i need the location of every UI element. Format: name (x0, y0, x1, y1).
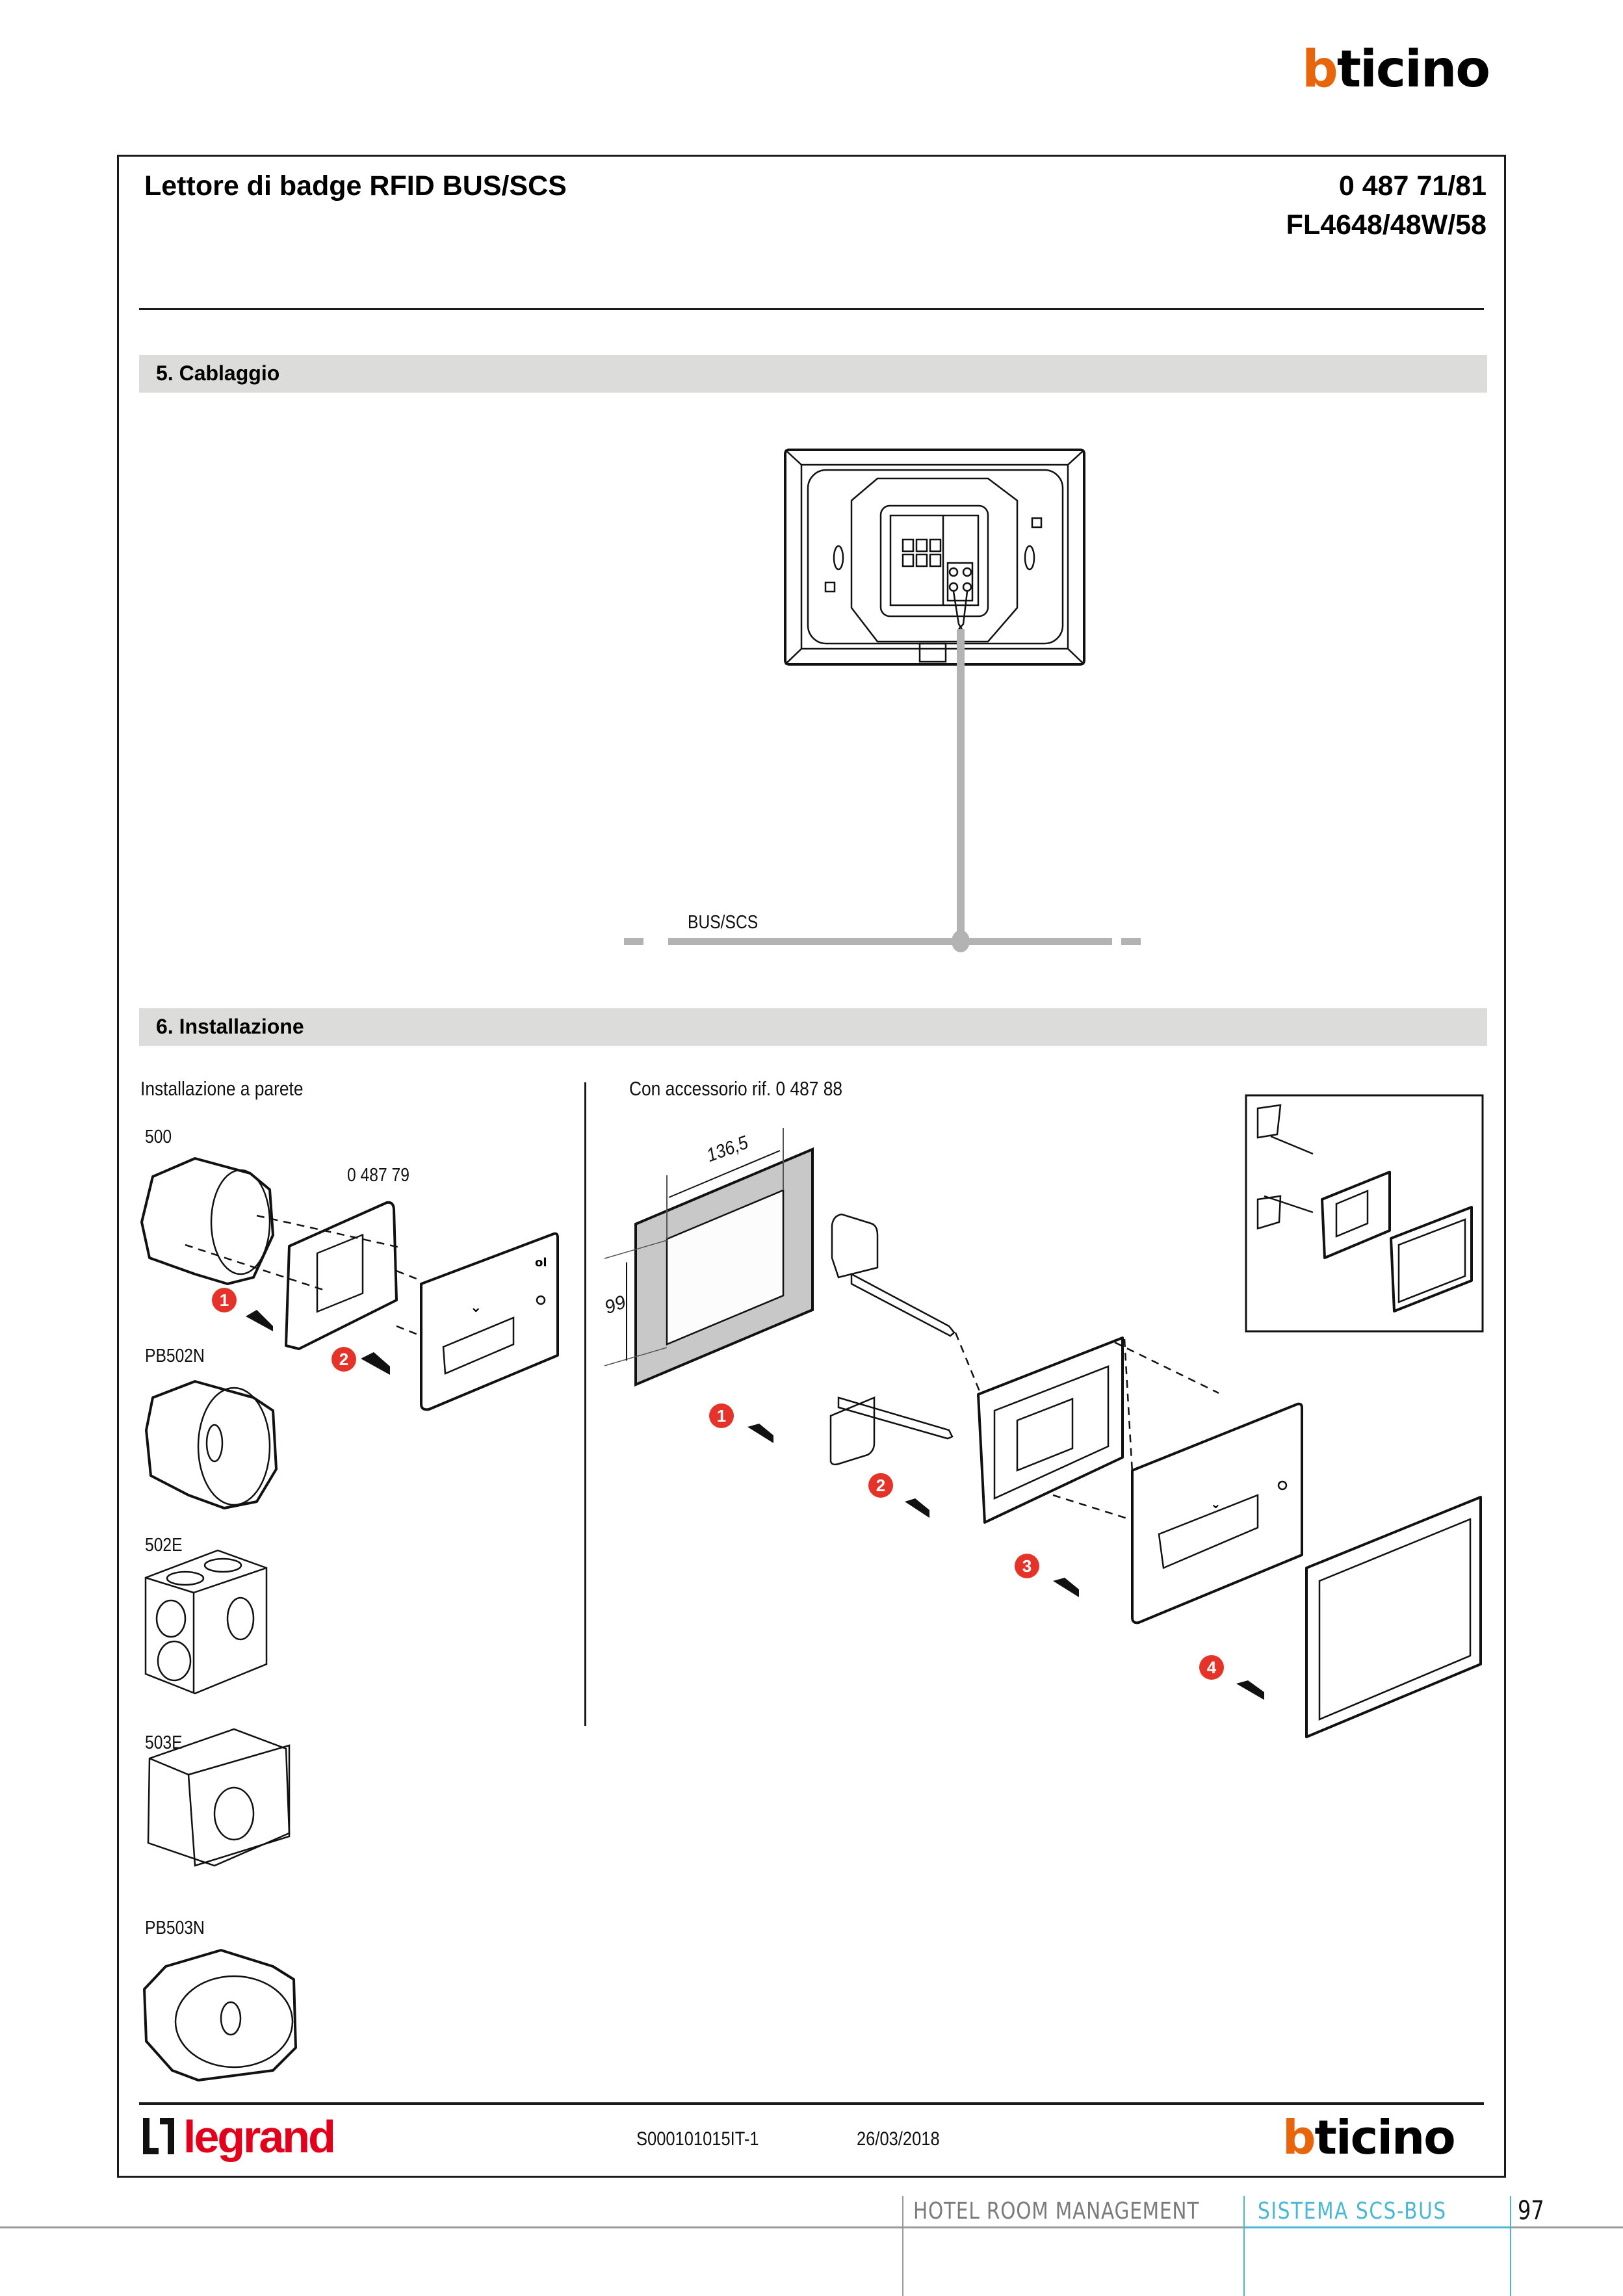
legrand-wordmark: legrand (183, 2111, 336, 2162)
product-code-line2: FL4648/48W/58 (1286, 209, 1487, 241)
header-divider (139, 308, 1484, 310)
product-code-line1: 0 487 71/81 (1338, 170, 1487, 202)
box-503e-drawing (147, 1728, 291, 1867)
box-500-drawing (140, 1157, 404, 1292)
plate-ref-label: 0 487 79 (347, 1165, 409, 1186)
device-back-view (784, 449, 1085, 666)
step-3-arrow-right (1053, 1578, 1079, 1597)
accessory-bracket-top (831, 1213, 955, 1337)
step-badge-right-1: 1 (709, 1403, 734, 1428)
svg-text:ol: ol (535, 1256, 547, 1270)
step-2-arrow (361, 1352, 390, 1375)
device-inner-frame (800, 463, 1069, 650)
document-code: S000101015IT-1 (636, 2128, 759, 2150)
bus-junction-dot (952, 930, 970, 952)
footer-separator-2 (1243, 2196, 1245, 2296)
exploded-view-inset (1245, 1094, 1484, 1333)
footer-separator-1 (902, 2196, 903, 2296)
box-pb502n-drawing (145, 1380, 278, 1509)
box-502e-drawing (144, 1549, 268, 1695)
column-divider (584, 1082, 586, 1726)
bticino-logo-top: bticino (1302, 44, 1490, 95)
mounting-frame (977, 1337, 1124, 1524)
bus-line (624, 629, 1141, 952)
document-date: 26/03/2018 (857, 2128, 940, 2150)
step-badge-left-1: 1 (212, 1288, 237, 1312)
section-heading-wiring: 5. Cablaggio (156, 361, 280, 385)
step-badge-right-2: 2 (868, 1473, 893, 1498)
section-header-wiring: 5. Cablaggio (139, 355, 1487, 393)
page-footer-line (0, 2226, 1623, 2228)
step-1-arrow (246, 1310, 273, 1331)
svg-text:⌄: ⌄ (1210, 1496, 1221, 1511)
svg-text:⌄: ⌄ (470, 1299, 482, 1316)
bticino-logo-footer: bticino (1282, 2114, 1456, 2161)
device-outer-frame (784, 449, 1085, 666)
accessory-install-title: Con accessorio rif. 0 487 88 (629, 1077, 843, 1100)
footer-separator-3 (1510, 2196, 1511, 2296)
bus-dash-right (1121, 938, 1141, 945)
bus-label: BUS/SCS (688, 912, 759, 933)
footer-category: HOTEL ROOM MANAGEMENT (913, 2198, 1200, 2224)
box-label-pb502n: PB502N (145, 1346, 205, 1366)
section-heading-installation: 6. Installazione (156, 1015, 304, 1038)
logo-text: ticino (1336, 40, 1490, 99)
connector-grid (902, 538, 942, 567)
step-4-arrow-right (1236, 1680, 1264, 1700)
box-pb503n-drawing (143, 1949, 297, 2081)
cover-frame (1305, 1496, 1482, 1738)
datasheet-frame (117, 155, 1506, 2178)
legrand-symbol-icon (143, 2118, 174, 2154)
logo-letter-b: b (1302, 40, 1338, 99)
reader-front-drawing: ⌄ ol (396, 1232, 559, 1411)
footer-system: SISTEMA SCS-BUS (1258, 2198, 1447, 2224)
step-badge-right-4: 4 (1199, 1655, 1224, 1680)
step-badge-left-2: 2 (331, 1347, 356, 1372)
step-2-arrow-right (905, 1498, 929, 1518)
page-title: Lettore di badge RFID BUS/SCS (144, 170, 567, 202)
page-number: 97 (1518, 2196, 1544, 2226)
footer-divider (139, 2102, 1484, 2105)
box-label-500: 500 (145, 1127, 172, 1147)
dimension-line-width (668, 1150, 781, 1198)
section-header-installation: 6. Installazione (139, 1008, 1487, 1046)
footer-system-underline (1243, 2226, 1511, 2228)
footer-logo-text: ticino (1314, 2110, 1456, 2165)
inset-contents (1256, 1104, 1473, 1312)
plate-0-487-79-drawing (285, 1201, 398, 1350)
step-badge-right-3: 3 (1015, 1554, 1039, 1578)
box-label-pb503n: PB503N (145, 1918, 205, 1938)
accessory-bracket-bottom (829, 1396, 954, 1466)
reader-front: ⌄ (1131, 1402, 1303, 1624)
bus-main-line (668, 938, 1112, 945)
cutout-template (604, 1128, 814, 1387)
wall-install-title: Installazione a parete (140, 1077, 304, 1100)
footer-logo-letter-b: b (1282, 2110, 1316, 2165)
step-1-arrow-right (747, 1424, 773, 1443)
bus-dash-left (624, 938, 643, 945)
bus-terminals (946, 562, 974, 602)
box-label-502e: 502E (145, 1535, 183, 1556)
